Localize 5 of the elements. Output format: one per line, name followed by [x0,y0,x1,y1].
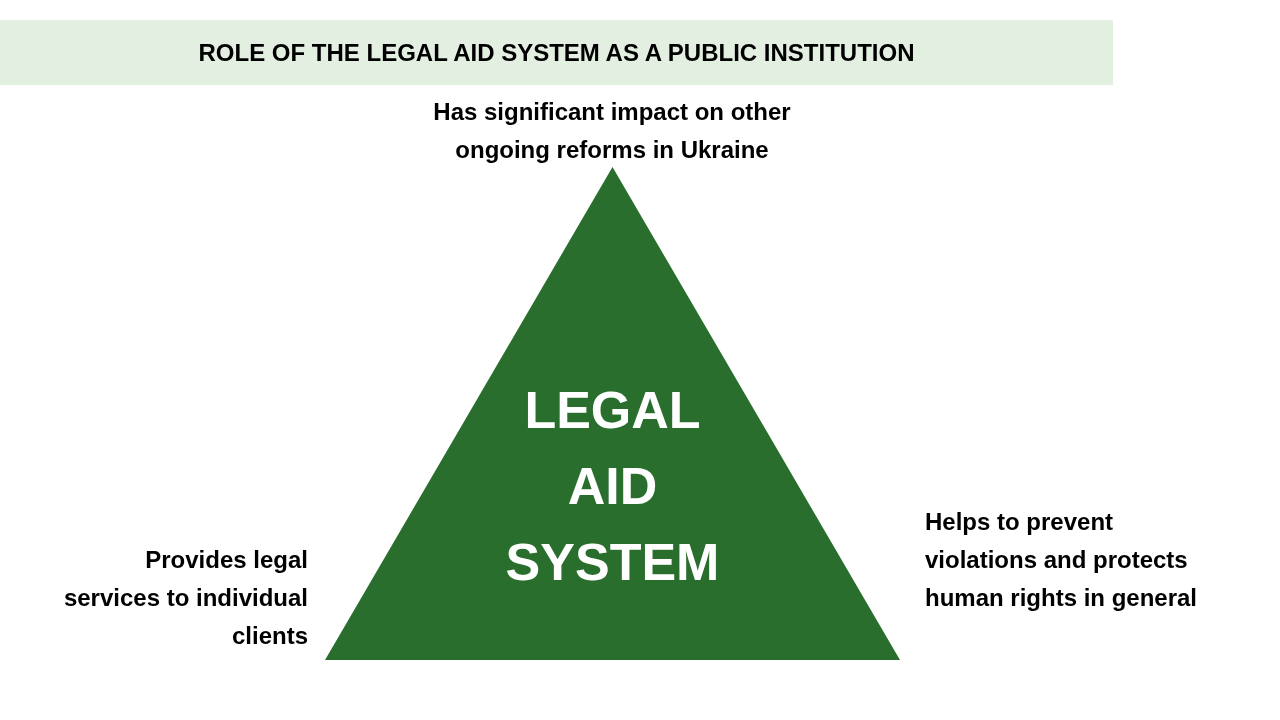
triangle-label: LEGAL AID SYSTEM [504,380,721,593]
right-corner-note: Helps to prevent violations and protects human rights in general [925,507,1199,613]
left-corner-note: Provides legal services to individual clients [62,545,308,651]
apex-note: Has significant impact on other ongoing reforms in Ukraine [432,97,792,165]
title: ROLE OF THE LEGAL AID SYSTEM AS A PUBLIC INSTITUTION [197,38,916,68]
